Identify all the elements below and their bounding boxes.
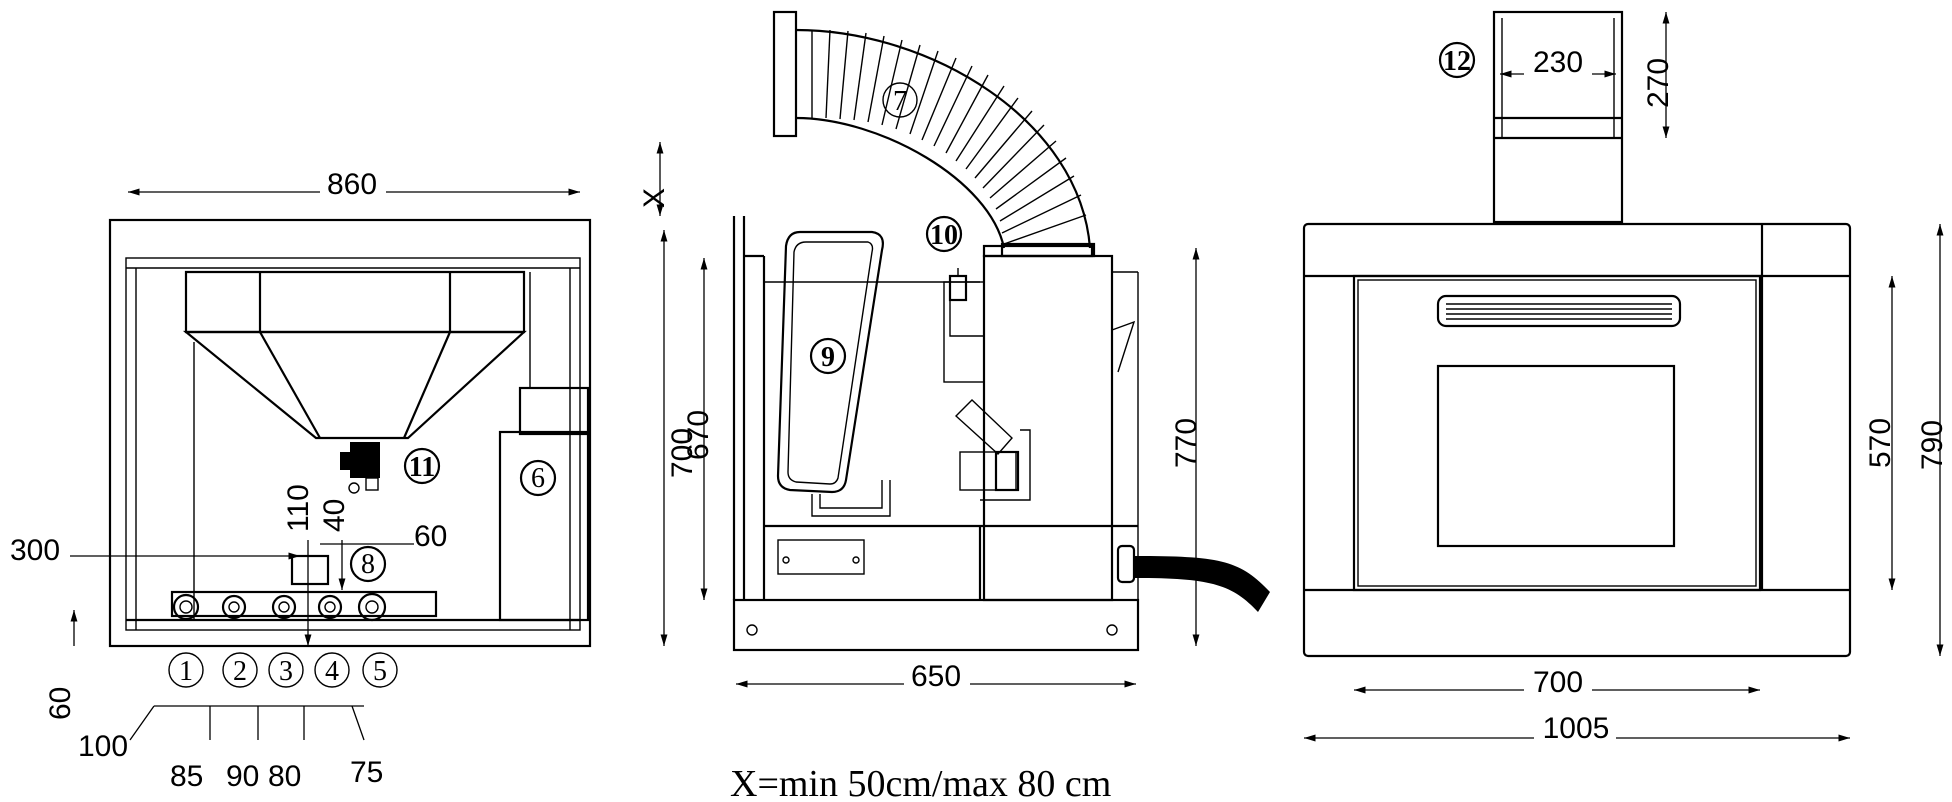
hose-fitting: [1116, 544, 1136, 584]
inspection-hatch: [290, 554, 330, 586]
nameplate: [777, 539, 865, 575]
callout-2: 2: [233, 656, 247, 687]
rear-door: [1352, 274, 1762, 592]
side-view: 7 9 10: [638, 10, 1270, 693]
valve: [948, 274, 968, 302]
dim-860: 860: [327, 168, 377, 201]
connector-4: [317, 594, 343, 620]
dim-60-right: 60: [414, 520, 447, 553]
pipe-rail: [170, 590, 438, 618]
callout-12: 12: [1443, 46, 1471, 77]
rear-view: 12 230 270 570 790 700 1005: [1302, 10, 1949, 745]
dim-650: 650: [911, 660, 961, 693]
connector-2: [221, 594, 247, 620]
callout-3: 3: [279, 656, 293, 687]
callout-10: 10: [930, 220, 958, 251]
control-box: 6: [498, 272, 590, 622]
dim-100: 100: [78, 730, 128, 763]
dim-60-left: 60: [44, 687, 77, 720]
front-outer-frame: [108, 218, 592, 648]
dim-570: 570: [1864, 418, 1897, 468]
dim-1005: 1005: [1543, 712, 1610, 745]
dim-270: 270: [1642, 58, 1675, 108]
dust-collector: [982, 254, 1114, 602]
callout-11-circle: [403, 447, 441, 485]
callout-5: 5: [373, 656, 387, 687]
motor-assembly: 11: [340, 442, 441, 494]
callout-11: 11: [409, 452, 435, 483]
dim-790: 790: [1916, 420, 1949, 470]
connector-1: [172, 593, 200, 621]
side-base: [732, 598, 1140, 652]
callout-6: 6: [531, 463, 545, 494]
connector-3: [271, 594, 297, 620]
dim-90: 90: [226, 760, 259, 793]
hose: [1134, 556, 1270, 612]
front-view: 11 6 8 1 2 3 4 5: [10, 168, 592, 793]
callout-8: 8: [361, 549, 375, 580]
connector-callouts: 1 2 3 4 5: [168, 652, 398, 688]
dim-230: 230: [1533, 46, 1583, 79]
dim-670: 670: [682, 410, 715, 460]
dim-40: 40: [318, 499, 351, 532]
callout-1: 1: [179, 656, 193, 687]
callout-9: 9: [821, 342, 835, 373]
callout-7: 7: [893, 86, 907, 117]
dim-110: 110: [282, 484, 315, 532]
water-tank: 9: [776, 230, 891, 517]
rear-window: [1436, 364, 1676, 548]
connector-5: [357, 592, 387, 622]
dim-x: X: [638, 188, 671, 208]
dim-700-rear: 700: [1533, 666, 1583, 699]
door-handle: [1436, 294, 1682, 328]
dim-75: 75: [350, 756, 383, 789]
dim-700: 700: [666, 428, 699, 478]
dim-300: 300: [10, 534, 60, 567]
callout-4: 4: [325, 656, 339, 687]
installation-note: X=min 50cm/max 80 cm: [730, 763, 1111, 802]
dim-770: 770: [1170, 418, 1203, 468]
rear-cabinet: [1302, 222, 1852, 658]
front-inner-frame: [125, 257, 581, 631]
hopper: [182, 270, 527, 620]
dim-85: 85: [170, 760, 203, 793]
dim-80: 80: [268, 760, 301, 793]
